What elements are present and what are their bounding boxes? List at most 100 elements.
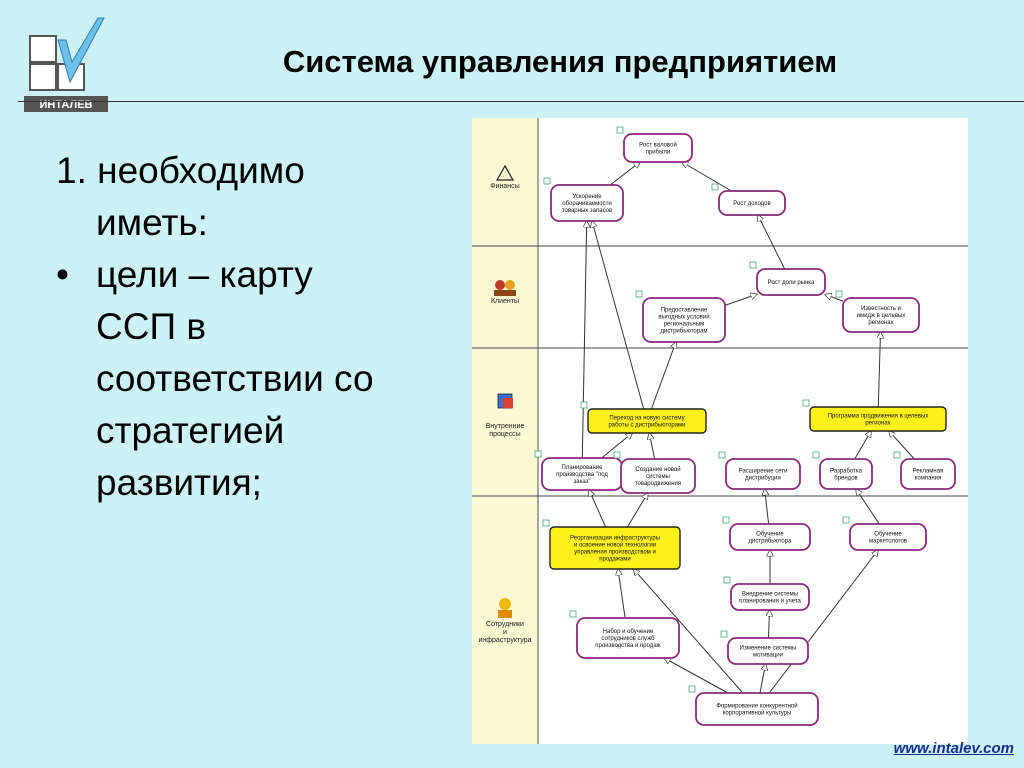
collapse-toggle-icon[interactable] xyxy=(722,516,730,524)
edge-n6-n4 xyxy=(825,295,844,302)
numbered-item-line-2: иметь: xyxy=(96,202,208,243)
bullet-line: цели – карту xyxy=(96,254,313,295)
collapse-toggle-icon[interactable] xyxy=(616,126,624,134)
bullet-item: • цели – карту ССП в соответствии со стр… xyxy=(56,249,456,509)
collapse-toggle-icon[interactable] xyxy=(723,576,731,584)
edge-n9-n2 xyxy=(581,221,586,459)
edge-n14-n9 xyxy=(589,490,607,528)
edge-n7-n2 xyxy=(592,221,645,410)
body-text: 1. необходимо иметь: • цели – карту ССП … xyxy=(56,145,456,509)
collapse-toggle-icon[interactable] xyxy=(613,451,621,459)
edge-n9-n7 xyxy=(601,433,633,459)
lane-label: Финансы xyxy=(490,183,519,190)
edge-n8-n6 xyxy=(878,332,880,408)
edge-n12-n8 xyxy=(854,431,871,460)
edge-n14-n10 xyxy=(627,493,648,528)
lane-label-column xyxy=(472,118,538,744)
bullet-line: развития; xyxy=(96,462,262,503)
collapse-toggle-icon[interactable] xyxy=(802,399,810,407)
node-n4: Рост доли рынка xyxy=(749,261,826,296)
edge-n16-n12 xyxy=(856,489,880,525)
bullet-line: стратегией xyxy=(96,410,285,451)
edge-n7-n5 xyxy=(650,342,676,410)
collapse-toggle-icon[interactable] xyxy=(635,290,643,298)
edge-n20-n14 xyxy=(634,569,744,694)
collapse-toggle-icon[interactable] xyxy=(893,451,901,459)
triangle-icon xyxy=(495,164,515,181)
collapse-toggle-icon[interactable] xyxy=(718,451,726,459)
lane-label: Клиенты xyxy=(491,298,519,305)
process-icon xyxy=(497,393,513,409)
edge-n4-n3 xyxy=(758,215,786,270)
collapse-toggle-icon[interactable] xyxy=(842,516,850,524)
collapse-toggle-icon[interactable] xyxy=(749,261,757,269)
edge-n20-n16 xyxy=(768,550,878,694)
collapse-toggle-icon[interactable] xyxy=(720,630,728,638)
edge-n18-n14 xyxy=(618,569,626,619)
collapse-toggle-icon[interactable] xyxy=(812,451,820,459)
collapse-toggle-icon[interactable] xyxy=(534,450,542,458)
company-logo: ИНТАЛЕВ xyxy=(18,12,114,124)
collapse-toggle-icon[interactable] xyxy=(569,610,577,618)
worker-icon xyxy=(498,598,512,618)
bullet-line: ССП в xyxy=(96,306,206,347)
logo-wordmark: ИНТАЛЕВ xyxy=(40,99,93,111)
collapse-toggle-icon[interactable] xyxy=(542,519,550,527)
numbered-item-line-1: 1. необходимо xyxy=(56,150,305,191)
people-icon xyxy=(494,280,516,296)
collapse-toggle-icon[interactable] xyxy=(688,685,696,693)
edge-n3-n1 xyxy=(682,162,732,192)
node-n3: Рост доходов xyxy=(711,183,786,216)
edge-n2-n1 xyxy=(609,162,640,186)
edge-n15-n11 xyxy=(765,489,770,525)
lane-finance: Финансы xyxy=(490,164,520,190)
node-label: Рост доли рынка xyxy=(768,280,815,286)
node-label: Рост доходов xyxy=(733,201,770,207)
edge-n5-n4 xyxy=(724,294,757,306)
edge-n13-n8 xyxy=(889,431,915,460)
edge-n20-n19 xyxy=(759,664,766,694)
collapse-toggle-icon[interactable] xyxy=(835,290,843,298)
collapse-toggle-icon[interactable] xyxy=(580,401,588,409)
collapse-toggle-icon[interactable] xyxy=(543,177,551,185)
website-link[interactable]: www.intalev.com xyxy=(893,740,1014,757)
collapse-toggle-icon[interactable] xyxy=(711,183,719,191)
bullet-marker: • xyxy=(56,254,69,295)
